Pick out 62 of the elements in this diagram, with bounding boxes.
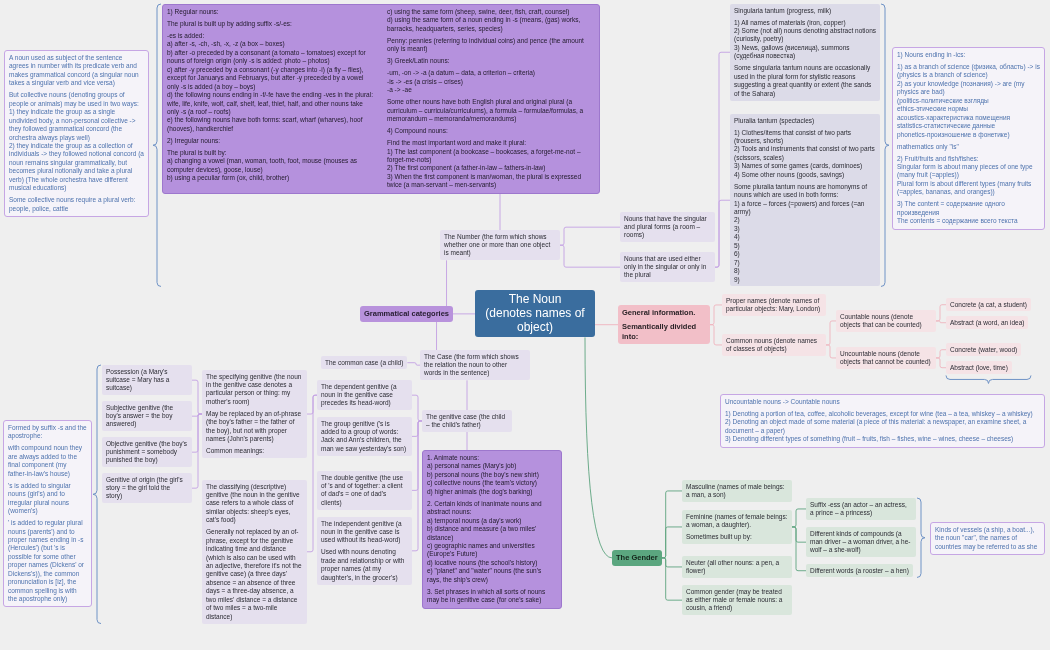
connector-line bbox=[559, 244, 621, 268]
connector-line bbox=[584, 336, 613, 559]
connector-line bbox=[559, 226, 621, 246]
note-card bbox=[930, 522, 1045, 556]
subtopic-box bbox=[806, 498, 916, 520]
note-card bbox=[720, 394, 1045, 448]
connector-line bbox=[499, 193, 501, 231]
subtopic-box bbox=[422, 410, 512, 432]
subtopic-box bbox=[317, 471, 412, 510]
subtopic-box bbox=[420, 350, 530, 381]
connector-line bbox=[306, 394, 318, 553]
connector-line bbox=[791, 526, 807, 572]
subtopic-box bbox=[102, 473, 192, 504]
central-topic bbox=[475, 290, 595, 338]
subtopic-box bbox=[317, 517, 412, 585]
subtopic-box bbox=[102, 365, 192, 396]
main-topic bbox=[360, 306, 454, 322]
main-topic bbox=[618, 305, 710, 345]
connector-line bbox=[446, 259, 447, 307]
connector-line bbox=[709, 324, 723, 346]
connector-line bbox=[191, 413, 203, 489]
subtopic-box bbox=[317, 380, 412, 411]
topic-label: The Noun bbox=[508, 293, 562, 307]
subtopic-box bbox=[946, 343, 1022, 357]
subtopic-box bbox=[946, 316, 1029, 330]
topic-label: (denotes names of object) bbox=[484, 306, 586, 335]
subtopic-box bbox=[202, 370, 307, 459]
subtopic-box bbox=[730, 4, 880, 101]
connector-line bbox=[661, 557, 683, 601]
note-card bbox=[3, 420, 92, 608]
subtopic-box bbox=[682, 585, 792, 616]
connector-line bbox=[594, 324, 619, 326]
subtopic-box bbox=[682, 556, 792, 578]
subtopic-box bbox=[946, 361, 1012, 375]
subtopic-box bbox=[682, 510, 792, 544]
main-topic bbox=[612, 550, 662, 566]
subtopic-box bbox=[682, 480, 792, 502]
note-card bbox=[892, 47, 1045, 230]
connector-line bbox=[452, 313, 476, 315]
connector-line bbox=[436, 321, 437, 351]
detail-card bbox=[422, 450, 562, 609]
subtopic-box bbox=[202, 480, 307, 624]
detail-card bbox=[162, 4, 600, 194]
connector-line bbox=[406, 362, 421, 366]
subtopic-box bbox=[730, 114, 880, 287]
connector-line bbox=[825, 344, 837, 359]
subtopic-box bbox=[722, 334, 826, 356]
connector-line bbox=[466, 379, 468, 411]
subtopic-box bbox=[620, 252, 715, 283]
connector-line bbox=[935, 357, 947, 369]
connector-line bbox=[466, 431, 468, 451]
subtopic-box bbox=[321, 356, 408, 370]
subtopic-box bbox=[102, 401, 192, 432]
connector-line bbox=[714, 199, 731, 268]
note-card bbox=[4, 50, 149, 217]
connector-line bbox=[935, 320, 947, 324]
subtopic-box bbox=[806, 564, 913, 578]
subtopic-box bbox=[946, 298, 1031, 312]
subtopic-box bbox=[440, 230, 560, 261]
subtopic-box bbox=[836, 310, 936, 332]
connector-line bbox=[411, 420, 423, 552]
subtopic-box bbox=[620, 212, 715, 243]
